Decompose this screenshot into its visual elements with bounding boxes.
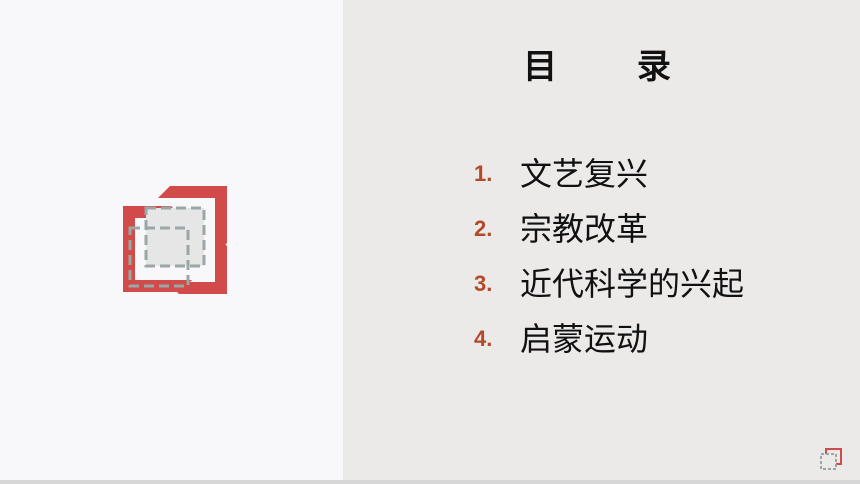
toc-item-4[interactable]: 4. 启蒙运动 xyxy=(474,311,744,366)
left-panel xyxy=(0,0,343,480)
slide-title: 目 录 xyxy=(523,47,705,87)
table-of-contents: 1. 文艺复兴 2. 宗教改革 3. 近代科学的兴起 4. 启蒙运动 xyxy=(474,146,744,366)
toc-label: 宗教改革 xyxy=(520,209,649,248)
toc-item-1[interactable]: 1. 文艺复兴 xyxy=(474,146,744,201)
overlapping-squares-icon xyxy=(123,186,227,294)
toc-label: 文艺复兴 xyxy=(520,154,649,193)
toc-number: 3. xyxy=(474,270,493,296)
toc-label: 近代科学的兴起 xyxy=(520,264,745,303)
toc-item-2[interactable]: 2. 宗教改革 xyxy=(474,201,744,256)
toc-item-3[interactable]: 3. 近代科学的兴起 xyxy=(474,256,744,311)
toc-label: 启蒙运动 xyxy=(520,319,649,358)
overlapping-squares-icon[interactable] xyxy=(818,446,844,472)
toc-number: 1. xyxy=(474,160,493,186)
toc-number: 2. xyxy=(474,215,493,241)
right-panel xyxy=(343,0,860,480)
bottom-edge xyxy=(0,480,860,484)
toc-number: 4. xyxy=(474,325,493,351)
